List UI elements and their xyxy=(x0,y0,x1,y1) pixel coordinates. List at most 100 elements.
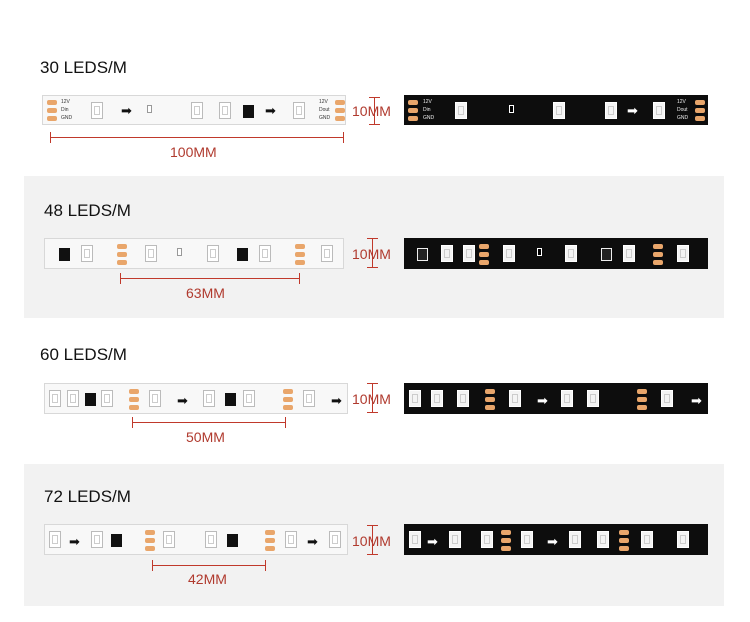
solder-pad-icon xyxy=(408,116,418,121)
solder-pad-icon xyxy=(145,530,155,535)
row-title: 72 LEDS/M xyxy=(44,487,131,506)
row-title: 60 LEDS/M xyxy=(40,345,127,364)
solder-pad-icon xyxy=(653,252,663,257)
pad-label: GND xyxy=(319,115,331,121)
ic-chip-icon xyxy=(417,248,428,261)
width-label: 10MM xyxy=(352,246,391,262)
spacing-label: 50MM xyxy=(186,429,225,445)
solder-pad-icon xyxy=(619,538,629,543)
arrow-right-icon: ➡ xyxy=(627,103,638,118)
solder-pad-icon xyxy=(485,397,495,402)
solder-pad-icon xyxy=(653,260,663,265)
solder-pad-icon xyxy=(335,116,345,121)
spacing-label: 42MM xyxy=(188,571,227,587)
solder-pad-icon xyxy=(408,108,418,113)
led-chip-icon xyxy=(145,245,157,262)
led-chip-icon xyxy=(569,531,581,548)
width-label: 10MM xyxy=(352,103,391,119)
pad-label: Din xyxy=(423,107,431,113)
solder-pad-icon xyxy=(129,389,139,394)
arrow-right-icon: ➡ xyxy=(547,534,558,549)
ic-chip-icon xyxy=(85,393,96,406)
spacing-label: 100MM xyxy=(170,144,217,160)
pad-label: GND xyxy=(423,115,435,121)
pad-label: 12V xyxy=(319,99,328,105)
led-chip-icon xyxy=(463,245,475,262)
led-chip-icon xyxy=(509,390,521,407)
solder-pad-icon xyxy=(295,252,305,257)
ic-chip-icon xyxy=(237,248,248,261)
solder-pad-icon xyxy=(295,260,305,265)
led-chip-icon xyxy=(553,102,565,119)
pad-label: 12V xyxy=(677,99,686,105)
led-chip-icon xyxy=(303,390,315,407)
spacing-label: 63MM xyxy=(186,285,225,301)
led-chip-icon xyxy=(661,390,673,407)
solder-pad-icon xyxy=(485,405,495,410)
solder-pad-icon xyxy=(129,397,139,402)
ic-chip-icon xyxy=(601,248,612,261)
arrow-right-icon: ➡ xyxy=(265,103,276,118)
led-chip-icon xyxy=(441,245,453,262)
led-chip-icon xyxy=(503,245,515,262)
led-chip-icon xyxy=(677,245,689,262)
spacing-dimension xyxy=(50,132,344,143)
solder-pad-icon xyxy=(145,538,155,543)
resistor-icon xyxy=(147,105,152,113)
solder-pad-icon xyxy=(47,108,57,113)
arrow-right-icon: ➡ xyxy=(331,393,342,408)
led-chip-icon xyxy=(641,531,653,548)
led-chip-icon xyxy=(449,531,461,548)
dark-strip-30: 12V Din GND ➡ 12V Dout GND xyxy=(404,95,708,125)
led-chip-icon xyxy=(431,390,443,407)
led-chip-icon xyxy=(521,531,533,548)
spacing-dimension xyxy=(152,560,266,571)
led-chip-icon xyxy=(49,390,61,407)
dark-strip-60: ➡ ➡ xyxy=(404,383,708,414)
led-chip-icon xyxy=(561,390,573,407)
solder-pad-icon xyxy=(619,546,629,551)
solder-pad-icon xyxy=(47,100,57,105)
solder-pad-icon xyxy=(408,100,418,105)
ic-chip-icon xyxy=(243,105,254,118)
led-chip-icon xyxy=(91,531,103,548)
width-dimension xyxy=(367,525,378,555)
pad-label: 12V xyxy=(61,99,70,105)
light-strip-48 xyxy=(44,238,344,269)
solder-pad-icon xyxy=(117,244,127,249)
solder-pad-icon xyxy=(265,530,275,535)
pad-label: GND xyxy=(677,115,689,121)
led-chip-icon xyxy=(81,245,93,262)
led-chip-icon xyxy=(49,531,61,548)
resistor-icon xyxy=(509,105,514,113)
solder-pad-icon xyxy=(117,260,127,265)
spacing-dimension xyxy=(132,417,286,428)
led-chip-icon xyxy=(457,390,469,407)
arrow-right-icon: ➡ xyxy=(177,393,188,408)
ic-chip-icon xyxy=(111,534,122,547)
led-chip-icon xyxy=(597,531,609,548)
arrow-right-icon: ➡ xyxy=(537,393,548,408)
led-chip-icon xyxy=(293,102,305,119)
spacing-dimension xyxy=(120,273,300,284)
solder-pad-icon xyxy=(501,530,511,535)
led-chip-icon xyxy=(285,531,297,548)
pad-label: GND xyxy=(61,115,73,121)
solder-pad-icon xyxy=(47,116,57,121)
solder-pad-icon xyxy=(637,389,647,394)
solder-pad-icon xyxy=(283,389,293,394)
led-chip-icon xyxy=(207,245,219,262)
solder-pad-icon xyxy=(479,244,489,249)
light-strip-60: ➡ ➡ xyxy=(44,383,348,414)
led-chip-icon xyxy=(409,531,421,548)
arrow-right-icon: ➡ xyxy=(307,534,318,549)
led-chip-icon xyxy=(653,102,665,119)
solder-pad-icon xyxy=(485,389,495,394)
solder-pad-icon xyxy=(129,405,139,410)
arrow-right-icon: ➡ xyxy=(691,393,702,408)
led-chip-icon xyxy=(623,245,635,262)
width-dimension xyxy=(369,97,380,125)
width-dimension xyxy=(367,383,378,413)
led-chip-icon xyxy=(101,390,113,407)
solder-pad-icon xyxy=(479,252,489,257)
